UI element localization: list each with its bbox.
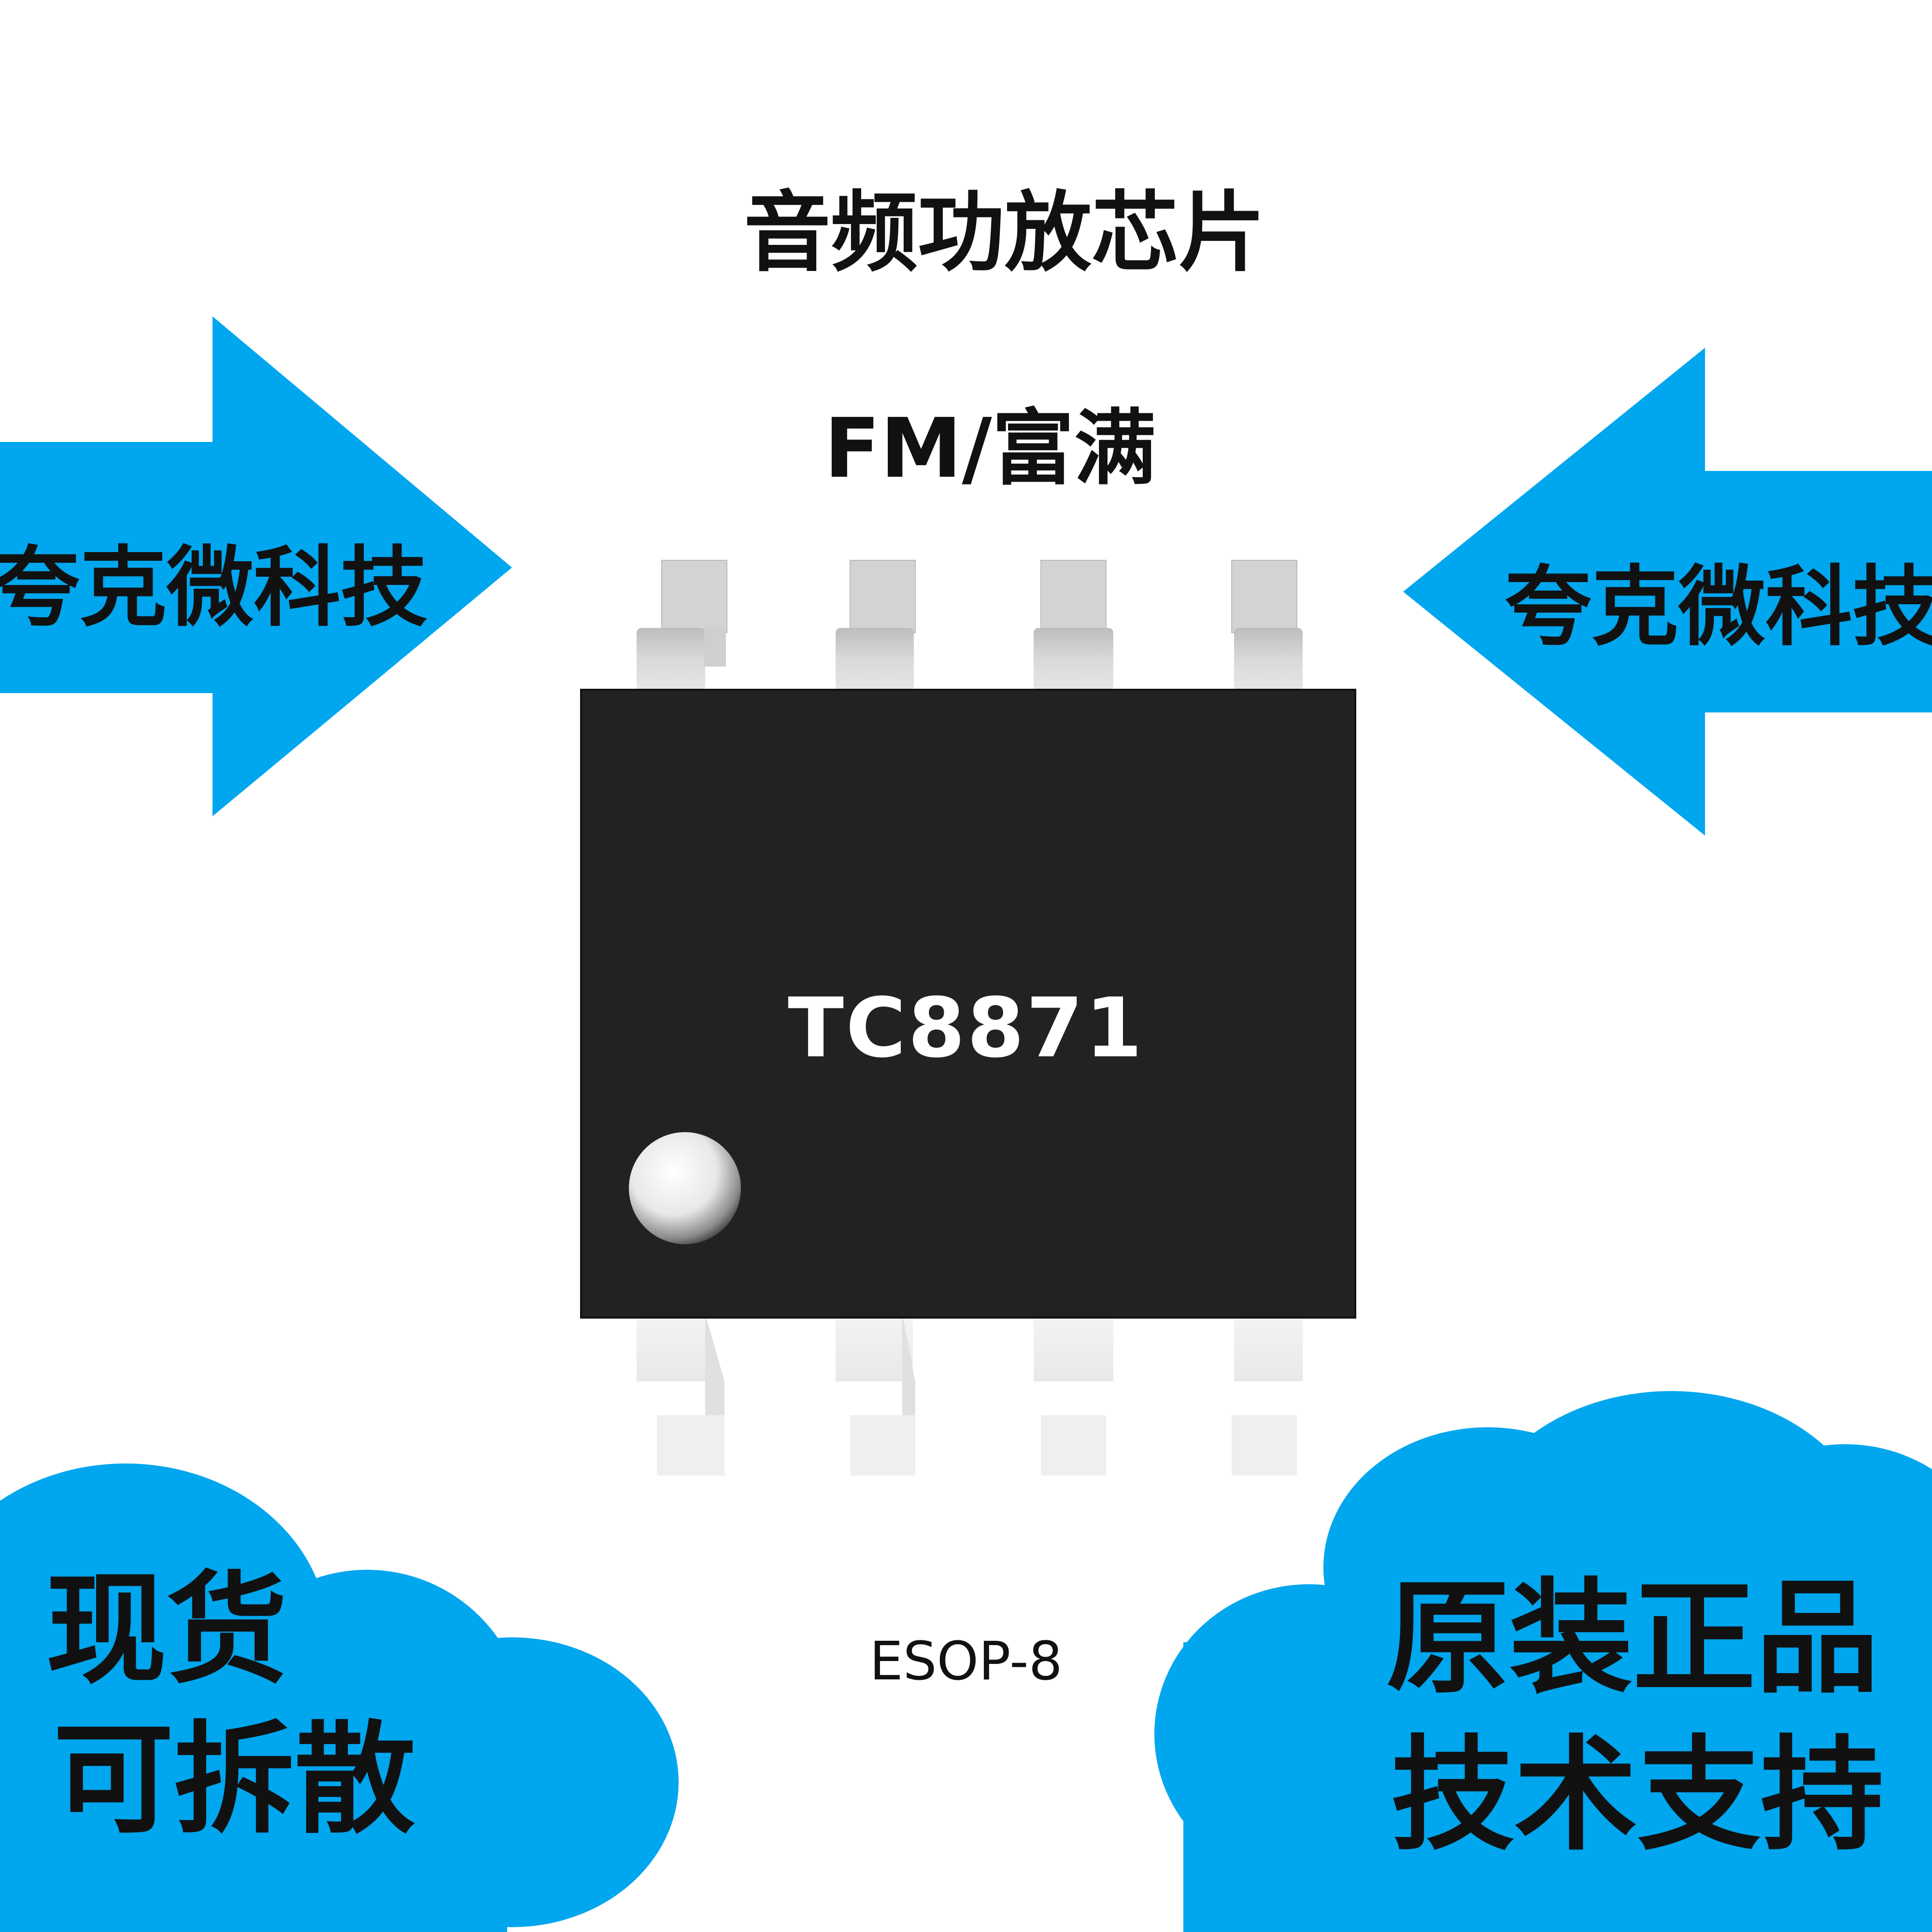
right-cloud-line1: 原装正品 [1386, 1567, 1879, 1710]
chip-bottom-pins [637, 1314, 1303, 1476]
right-cloud-shape [1154, 1391, 1932, 1932]
chip-pin-top-1 [637, 560, 727, 691]
left-arrow-shape [0, 316, 512, 816]
right-arrow-label: 夸克微科技 [1505, 557, 1932, 658]
right-arrow-shape [1403, 348, 1932, 836]
chip-model-label: TC8871 [788, 980, 1144, 1076]
package-label: ESOP-8 [869, 1630, 1063, 1692]
left-cloud-shape [0, 1463, 679, 1932]
chip-pin-bottom-2 [836, 1314, 915, 1476]
left-arrow-label: 夸克微科技 [0, 538, 428, 639]
chip-pin-bottom-1 [637, 1314, 724, 1476]
chip-pin-top-4 [1231, 560, 1303, 691]
left-cloud-line1: 现货 [46, 1560, 287, 1700]
chip-pin-top-3 [1034, 560, 1113, 691]
left-cloud-line2: 可拆散 [53, 1709, 415, 1850]
page-title: 音频功放芯片 [743, 183, 1265, 284]
pin1-indicator-dot [629, 1132, 741, 1244]
chip-top-pins [637, 560, 1303, 691]
chip-pin-bottom-3 [1034, 1314, 1113, 1476]
chip-pin-top-2 [836, 560, 916, 691]
chip-pin-bottom-4 [1232, 1314, 1303, 1476]
right-cloud-line2: 技术支持 [1391, 1724, 1884, 1867]
brand-subtitle: FM/富满 [824, 401, 1156, 497]
